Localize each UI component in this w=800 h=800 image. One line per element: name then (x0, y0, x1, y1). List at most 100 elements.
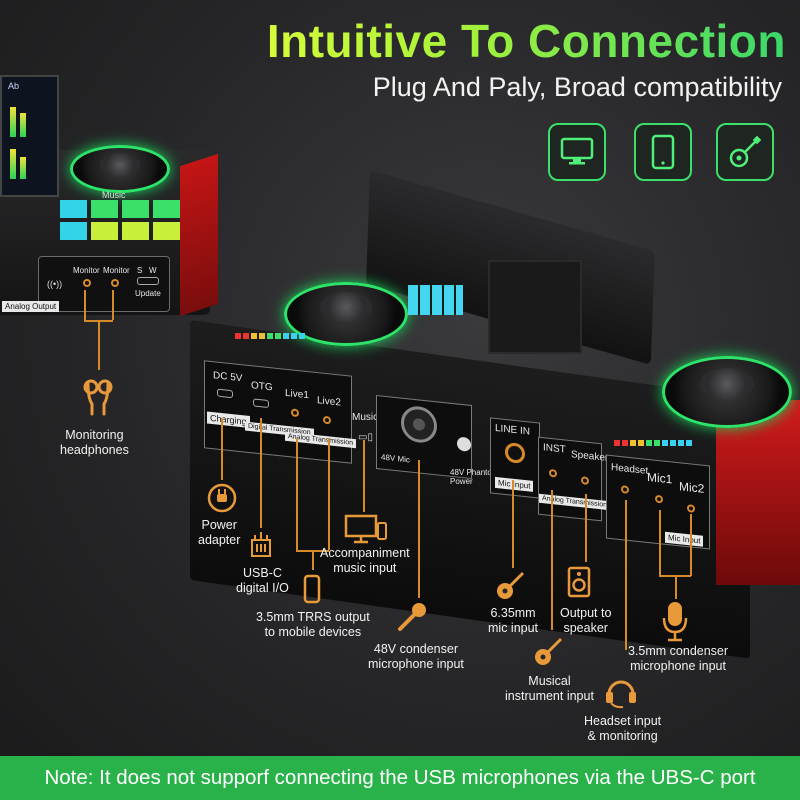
guitar-icon (716, 123, 774, 181)
phantom-power-button[interactable] (457, 436, 471, 452)
phone-stand (488, 260, 582, 354)
pad[interactable] (122, 222, 149, 240)
line-in-jack[interactable] (505, 441, 525, 465)
callout-line (363, 440, 365, 512)
callout-line (296, 438, 298, 550)
usb-c-icon (249, 530, 273, 563)
callout-line (659, 510, 661, 576)
usb-port[interactable] (137, 277, 159, 285)
left-device-panel: Monitor Monitor S W ((•)) Update (38, 256, 170, 312)
music-device-icon: ▭▯ (358, 432, 373, 443)
headset-label: Headset (611, 462, 649, 477)
xlr-jack[interactable] (401, 404, 437, 445)
music-label: Music (352, 412, 379, 423)
speaker-jack[interactable] (581, 476, 589, 485)
left-device-screen: Ab (0, 75, 59, 197)
line-in-label: LINE IN (495, 422, 531, 438)
live2-label: Live2 (317, 395, 341, 409)
mic1-label: Mic1 (647, 469, 673, 487)
pad[interactable] (91, 200, 118, 218)
monitor2-label: Monitor (103, 266, 130, 275)
left-knob-label: Music (102, 190, 126, 200)
headset-jack[interactable] (621, 485, 629, 494)
page-title: Intuitive To Connection (196, 14, 786, 68)
left-pad-grid (60, 200, 180, 240)
w-label: W (149, 266, 157, 275)
live2-jack[interactable] (323, 415, 331, 425)
tablet-icon (634, 123, 692, 181)
monitor-icon (548, 123, 606, 181)
callout-line (260, 418, 262, 528)
left-device-knob[interactable] (70, 145, 170, 193)
pad[interactable] (60, 222, 87, 240)
callout-line (625, 500, 627, 650)
callout-line (312, 550, 314, 570)
callout-line (675, 575, 677, 599)
led-meter-left (235, 333, 305, 339)
line-mic-tag: Mic Input (495, 476, 534, 492)
monitor1-label: Monitor (73, 266, 100, 275)
otg-port[interactable] (253, 398, 269, 409)
callout-line (84, 290, 86, 320)
headphones-icon (82, 378, 118, 423)
callout-line (551, 490, 553, 630)
live1-jack[interactable] (291, 408, 299, 418)
panel-section-inst: INST Speaker Analog Transmission (538, 436, 610, 522)
callout-line (221, 418, 223, 480)
phone-icon (303, 574, 321, 609)
condenser-mic-icon (660, 600, 690, 647)
callout-headset: Headset input& monitoring (584, 714, 662, 743)
monitor1-jack[interactable] (83, 279, 91, 287)
otg-label: OTG (251, 380, 273, 394)
inst-label: INST (543, 442, 566, 456)
instrument-guitar-icon (532, 634, 566, 673)
main-knob-right[interactable] (662, 356, 792, 428)
led-meter-right (614, 440, 692, 446)
dc-port[interactable] (217, 388, 233, 399)
microphone-icon (396, 600, 430, 639)
mic2-jack[interactable] (687, 504, 695, 513)
pad[interactable] (60, 200, 87, 218)
pad[interactable] (91, 222, 118, 240)
callout-line (112, 290, 114, 320)
callout-line (98, 320, 100, 370)
callout-line (512, 480, 514, 568)
mic-input-tag: Mic Input (665, 531, 704, 547)
live1-label: Live1 (285, 387, 309, 402)
analog-tag-inst: Analog Transmission (539, 493, 610, 511)
callout-line (585, 494, 587, 562)
footer-note-bar: Note: It does not supporf connecting the… (0, 756, 800, 800)
inst-jack[interactable] (549, 468, 557, 478)
page-subtitle: Plug And Paly, Broad compatibility (372, 72, 782, 102)
pad[interactable] (122, 200, 149, 218)
main-pads[interactable] (408, 285, 463, 315)
update-label: Update (135, 289, 161, 298)
panel-section-usb: DC 5V OTG Live1 Live2 Charging Digital T… (204, 360, 356, 464)
s-label: S (137, 266, 143, 275)
monitor2-jack[interactable] (111, 279, 119, 287)
callout-line (418, 460, 420, 598)
footer-note: Note: It does not supporf connecting the… (44, 766, 756, 789)
mic1-jack[interactable] (655, 494, 663, 504)
mic2-label: Mic2 (679, 479, 705, 496)
wireless-icon: ((•)) (47, 279, 63, 289)
screen-text: Ab (8, 81, 20, 91)
analog-output-tag: Analog Output (2, 301, 60, 312)
charging-tag: Charging (207, 411, 250, 429)
pad[interactable] (153, 222, 180, 240)
main-device-red-side (716, 400, 800, 585)
callout-line (328, 438, 330, 550)
panel-section-mic: Headset Mic1 Mic2 Mic Input (606, 454, 710, 550)
pad[interactable] (153, 200, 180, 218)
callout-line (690, 514, 692, 576)
panel-section-xlr: 48V Mic (376, 394, 472, 480)
